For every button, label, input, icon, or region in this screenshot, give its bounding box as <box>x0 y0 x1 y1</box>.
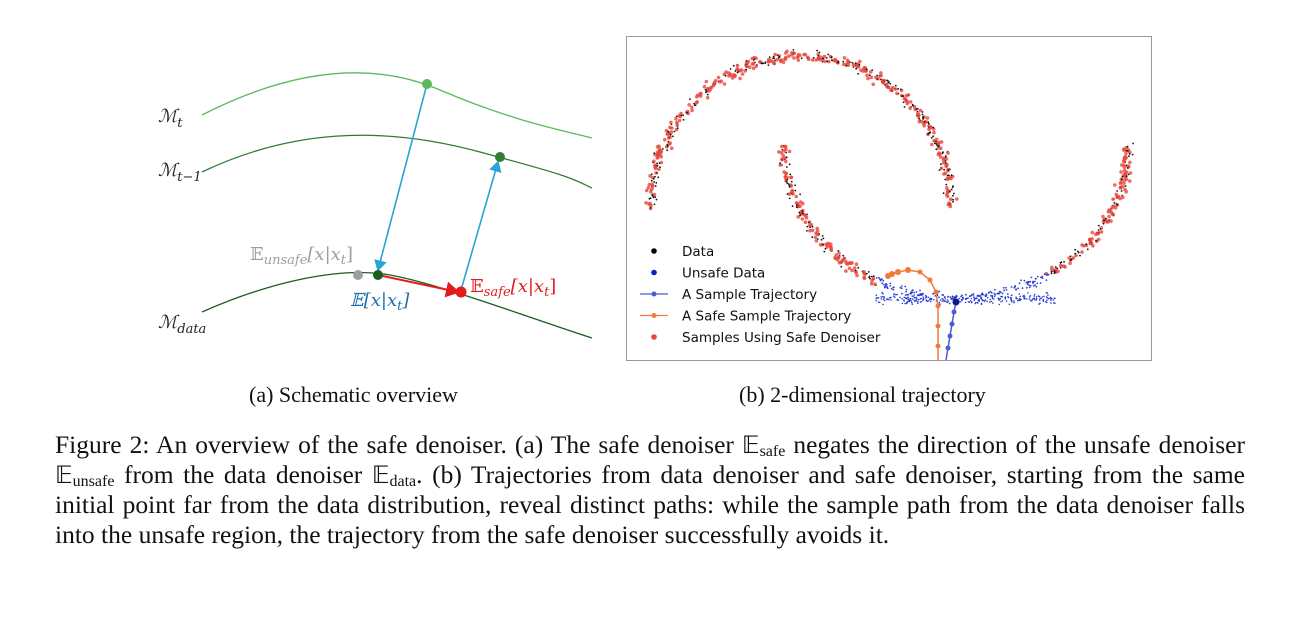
plot-frame <box>626 36 1152 361</box>
caption-e-unsafe: 𝔼 <box>55 461 73 489</box>
point-unsafe <box>353 270 363 280</box>
legend-marker <box>651 334 657 340</box>
label-m-t1: ℳt−1 <box>158 160 202 185</box>
caption-prefix: Figure 2: An overview of the safe denois… <box>55 430 742 459</box>
arrow-to-m-t1 <box>460 160 502 291</box>
schematic-figure: ℳt ℳt−1 ℳdata 𝔼unsafe[x|xt] 𝔼[x|xt] 𝔼saf… <box>158 72 593 339</box>
label-e-safe: 𝔼safe[x|xt] <box>470 276 556 300</box>
legend-marker <box>651 248 657 254</box>
caption-mid1: negates the direction of the unsafe deno… <box>785 430 1245 459</box>
legend-label: A Safe Sample Trajectory <box>682 309 851 325</box>
manifold-m-t-curve <box>201 72 593 139</box>
caption-e-safe: 𝔼 <box>741 431 760 459</box>
legend-item: Unsafe Data <box>651 266 765 282</box>
legend-marker <box>651 313 657 318</box>
point-safe <box>455 286 467 298</box>
caption-e-data-sub: data <box>389 473 417 490</box>
arrow-to-safe <box>377 274 460 298</box>
manifold-m-data-curve <box>201 271 593 339</box>
label-m-t: ℳt <box>158 106 183 131</box>
legend-item: A Sample Trajectory <box>640 287 817 303</box>
legend-label: Unsafe Data <box>682 266 765 282</box>
point-m-t1 <box>495 152 505 162</box>
sample-trajectory-markers <box>945 298 960 351</box>
subcaption-b: (b) 2-dimensional trajectory <box>739 382 986 407</box>
caption-e-safe-sub: safe <box>759 443 786 460</box>
legend-marker <box>651 291 657 297</box>
subcaption-a: (a) Schematic overview <box>249 382 458 407</box>
label-e-data: 𝔼[x|xt] <box>350 290 410 314</box>
caption-e-unsafe-sub: unsafe <box>72 473 115 490</box>
caption-e-data: 𝔼 <box>371 461 390 489</box>
legend-item: Samples Using Safe Denoiser <box>651 330 881 346</box>
manifold-m-t1-curve <box>201 134 593 189</box>
legend-label: A Sample Trajectory <box>682 287 817 303</box>
figure-caption: Figure 2: An overview of the safe denois… <box>55 430 1245 550</box>
caption-rest: . (b) Trajectories from data denoiser an… <box>55 460 1245 549</box>
label-e-unsafe: 𝔼unsafe[x|xt] <box>250 244 353 268</box>
point-m-t <box>422 79 432 89</box>
legend-label: Data <box>682 244 714 260</box>
label-m-data: ℳdata <box>158 312 206 337</box>
arrow-to-unsafe <box>374 83 428 272</box>
scatter-layer <box>644 49 1134 306</box>
legend-item: A Safe Sample Trajectory <box>640 309 851 325</box>
safe-trajectory-markers <box>885 267 941 349</box>
legend-marker <box>651 269 657 276</box>
legend-item: Data <box>651 244 714 260</box>
legend-label: Samples Using Safe Denoiser <box>682 330 881 346</box>
point-data <box>373 270 383 280</box>
caption-mid2: from the data denoiser <box>114 460 372 489</box>
